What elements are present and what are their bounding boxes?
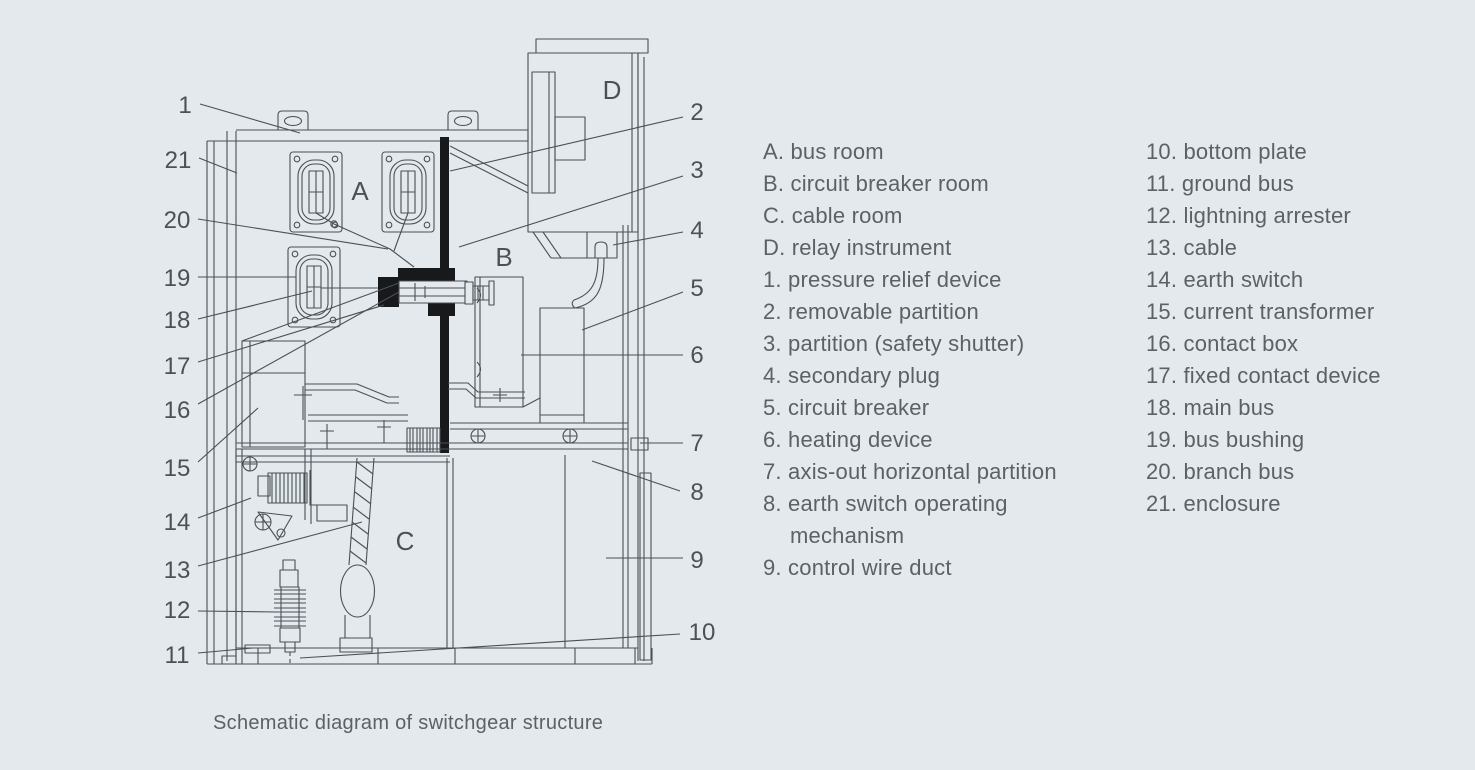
legend-item: 11. ground bus: [1146, 171, 1294, 196]
compartment-label-B: B: [495, 242, 512, 272]
legend-item: 12. lightning arrester: [1146, 203, 1351, 228]
callout-leader-12: [197, 610, 278, 613]
callout-leader-17: [197, 304, 385, 363]
callout-label-17: 17: [164, 353, 191, 380]
callout-label-16: 16: [164, 397, 191, 424]
breaker-bottom-bar: [448, 382, 525, 402]
callout-leader-1: [199, 103, 301, 134]
callout-label-7: 7: [690, 430, 703, 457]
callout-label-6: 6: [690, 342, 703, 369]
callout-leader-20: [197, 218, 389, 250]
bottom-plate: [221, 647, 653, 665]
callout-label-15: 15: [164, 455, 191, 482]
compartment-label-C: C: [396, 526, 415, 556]
legend-item: D. relay instrument: [763, 235, 952, 260]
callout-label-9: 9: [690, 547, 703, 574]
bus-bushing-2: [381, 151, 435, 233]
legend-item: 6. heating device: [763, 427, 933, 452]
legend-item: A. bus room: [763, 139, 884, 164]
legend-item: 8. earth switch operating: [763, 491, 1008, 516]
callout-label-21: 21: [165, 147, 192, 174]
compartment-label-A: A: [351, 176, 369, 206]
bus-bushing-1: [289, 151, 343, 233]
legend-item: mechanism: [790, 523, 905, 548]
legend-item: 19. bus bushing: [1146, 427, 1305, 452]
callouts-layer: 1 21 20 19 18 17 16 15 14 13 12 11 2 3 4 5 6 7 8 9 10 A B C D: [164, 75, 716, 669]
legend-item: 9. control wire duct: [763, 555, 952, 580]
callout-label-12: 12: [164, 597, 191, 624]
legend-item: 13. cable: [1146, 235, 1238, 260]
callout-leader-5: [581, 291, 684, 331]
legend-item: 3. partition (safety shutter): [763, 331, 1025, 356]
callout-leader-21: [198, 157, 238, 174]
cable: [339, 457, 376, 653]
callout-label-1: 1: [178, 92, 191, 119]
callout-leader-10: [299, 633, 681, 659]
legend-item: 21. enclosure: [1146, 491, 1281, 516]
secondary-plug: [586, 231, 618, 259]
callout-label-14: 14: [164, 509, 191, 536]
legend-item: 20. branch bus: [1146, 459, 1295, 484]
callout-leader-2: [449, 116, 684, 172]
legend-item: 10. bottom plate: [1146, 139, 1307, 164]
legend-item: 16. contact box: [1146, 331, 1299, 356]
earth-switch: [242, 449, 348, 541]
legend-item: 1. pressure relief device: [763, 267, 1002, 292]
legend-item: 4. secondary plug: [763, 363, 941, 388]
legend-left-column: A. bus room B. circuit breaker room C. cab…: [763, 136, 1057, 584]
current-transformer: [241, 282, 400, 448]
legend-item: C. cable room: [763, 203, 903, 228]
callout-leader-18: [197, 290, 313, 320]
lightning-arrester: [274, 559, 306, 666]
legend-item: 7. axis-out horizontal partition: [763, 459, 1057, 484]
breaker-room-box: [474, 276, 524, 408]
callout-leader-13: [197, 521, 363, 567]
callout-leader-14: [197, 497, 252, 519]
callout-leader-16: [197, 291, 400, 405]
branch-bus-wires: [315, 212, 415, 289]
horizontal-partition: [236, 422, 649, 463]
compartment-label-D: D: [603, 75, 622, 105]
legend-item: 18. main bus: [1146, 395, 1275, 420]
callout-leader-8: [591, 460, 681, 492]
callout-label-2: 2: [690, 99, 703, 126]
heating-device: [406, 427, 441, 453]
callout-label-20: 20: [164, 207, 191, 234]
legend-item: 5. circuit breaker: [763, 395, 930, 420]
callout-label-3: 3: [690, 157, 703, 184]
callout-label-5: 5: [690, 275, 703, 302]
lower-conductor: [294, 383, 408, 449]
callout-leader-15: [197, 407, 259, 463]
callout-label-19: 19: [164, 265, 191, 292]
callout-label-13: 13: [164, 557, 191, 584]
bus-bushing-3: [287, 246, 341, 328]
switchgear-diagram: 1 21 20 19 18 17 16 15 14 13 12 11 2 3 4 5 6 7 8 9 10 A B C D: [164, 38, 716, 669]
figure-caption: Schematic diagram of switchgear structur…: [213, 712, 604, 734]
legend-item: 2. removable partition: [763, 299, 979, 324]
legend-item: 14. earth switch: [1146, 267, 1304, 292]
circuit-breaker: [522, 307, 585, 424]
callout-leader-3: [458, 175, 684, 248]
legend-item: B. circuit breaker room: [763, 171, 989, 196]
top-sloped-panel: [449, 145, 529, 194]
callout-label-11: 11: [165, 642, 190, 669]
cable-room-walls: [235, 449, 566, 664]
callout-label-4: 4: [690, 217, 703, 244]
fixed-contact-device: [398, 280, 495, 306]
legend-item: 15. current transformer: [1146, 299, 1375, 324]
callout-leader-11: [197, 647, 254, 654]
legend-right-column: 10. bottom plate 11. ground bus 12. lightn…: [1146, 136, 1381, 520]
control-conduit: [571, 257, 605, 309]
right-wall: [622, 53, 652, 661]
callout-label-18: 18: [164, 307, 191, 334]
callout-leader-4: [612, 231, 684, 246]
callout-label-10: 10: [689, 619, 716, 646]
legend-item: 17. fixed contact device: [1146, 363, 1381, 388]
control-wire-duct: [639, 472, 652, 661]
callout-label-8: 8: [690, 479, 703, 506]
